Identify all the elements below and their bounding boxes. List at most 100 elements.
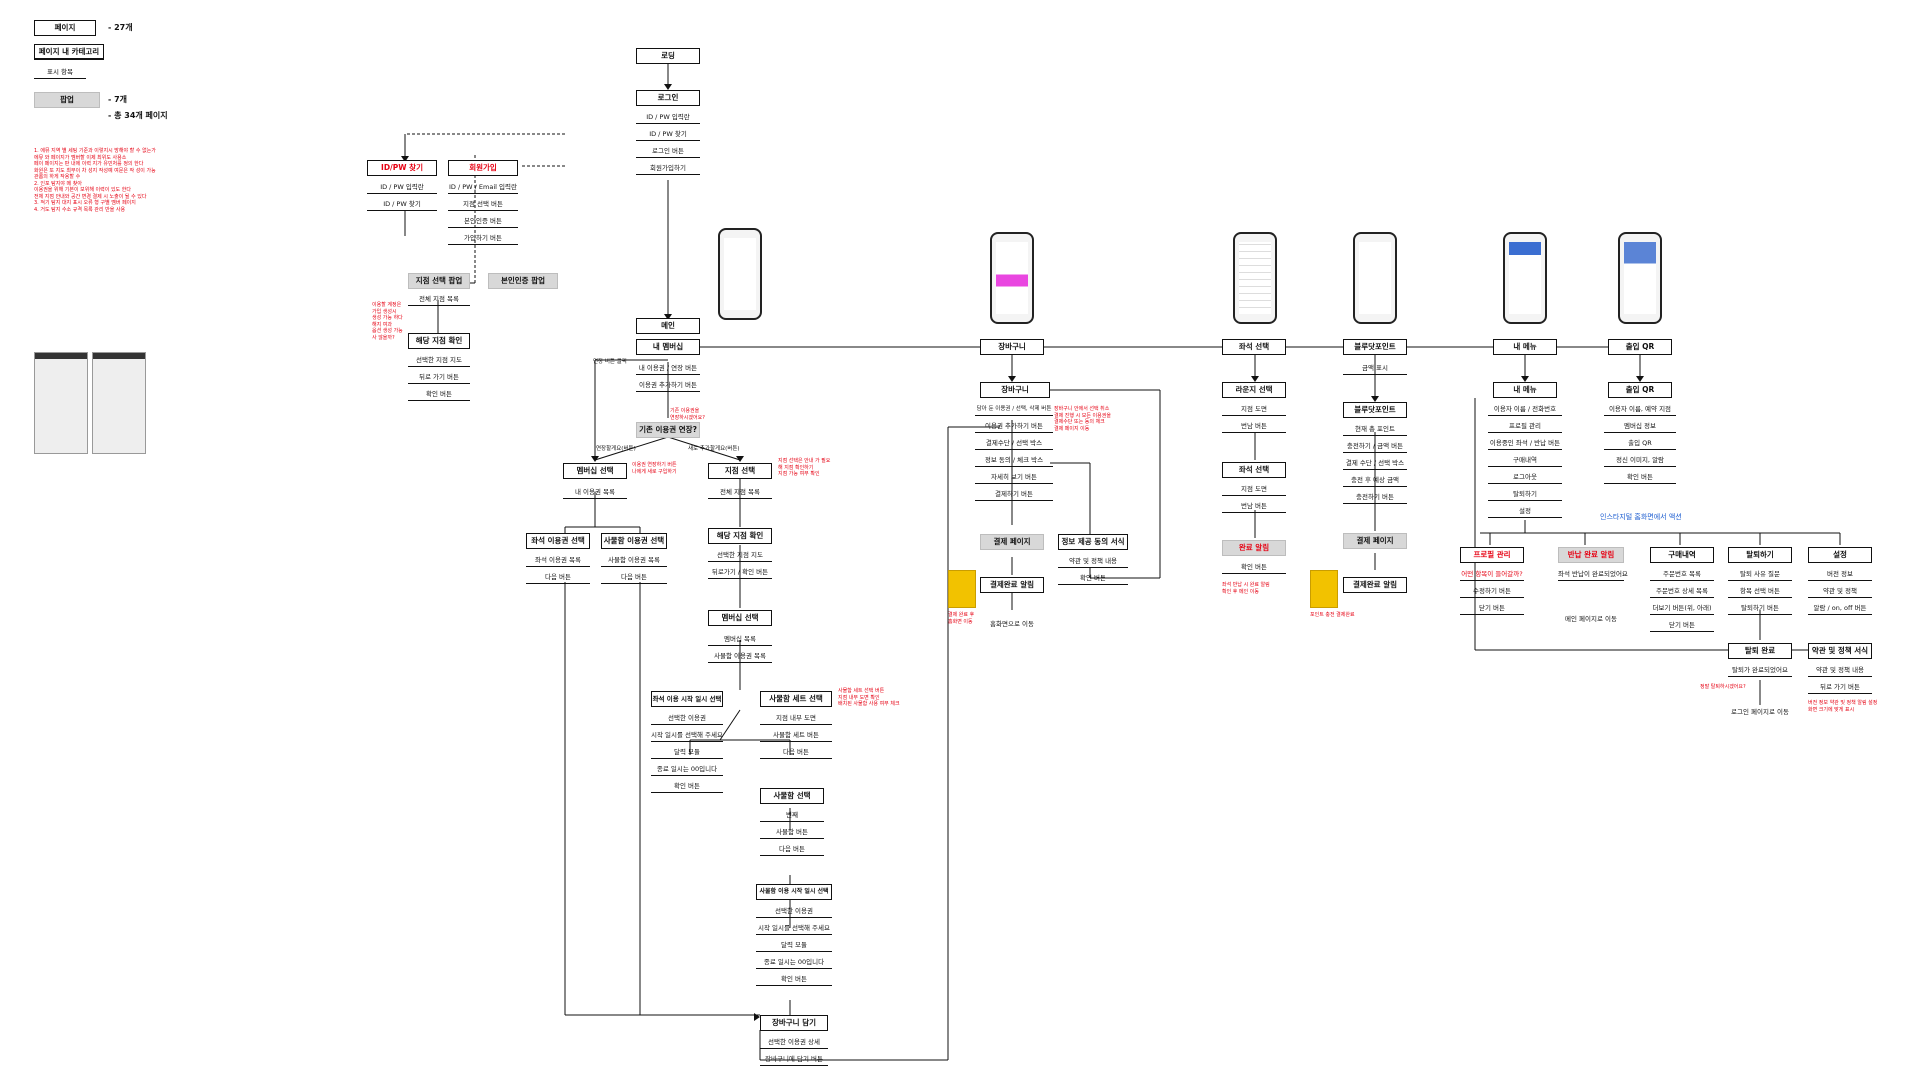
- profile-item-3[interactable]: 닫기 버튼: [1460, 601, 1524, 615]
- branch-confirm-item-1[interactable]: 선택한 지점 지도: [408, 353, 470, 367]
- page-signup[interactable]: 회원가입: [448, 160, 518, 176]
- tab-cart[interactable]: 장바구니: [980, 339, 1044, 355]
- settings-item-2[interactable]: 약관 및 정책: [1808, 584, 1872, 598]
- login-item-4[interactable]: 회원가입하기: [636, 161, 700, 175]
- mymenu-item-1[interactable]: 이용자 이름 / 전화번호: [1488, 402, 1562, 416]
- membership2-item-1[interactable]: 멤버십 목록: [708, 632, 772, 646]
- page-locker-set-select[interactable]: 사물함 세트 선택: [760, 691, 832, 707]
- withdraw-item-1[interactable]: 탈퇴 사유 질문: [1728, 567, 1792, 581]
- withdraw-item-3[interactable]: 탈퇴하기 버튼: [1728, 601, 1792, 615]
- purchase-item-4[interactable]: 닫기 버튼: [1650, 618, 1714, 632]
- signup-item-3[interactable]: 본인인증 버튼: [448, 214, 518, 228]
- withdraw-done-item-1[interactable]: 탈퇴가 완료되었어요: [1728, 663, 1792, 677]
- login-item-3[interactable]: 로그인 버튼: [636, 144, 700, 158]
- locker-date-item-4[interactable]: 종료 일시는 00입니다: [756, 955, 832, 969]
- popup-payment-page[interactable]: 결제 페이지: [980, 534, 1044, 550]
- bluedot-item-5[interactable]: 충전하기 버튼: [1343, 490, 1407, 504]
- profile-item-2[interactable]: 수정하기 버튼: [1460, 584, 1524, 598]
- payment-done-item-1[interactable]: 홈화면으로 이동: [990, 620, 1034, 628]
- locker-select-item-2[interactable]: 사물함 버튼: [760, 825, 824, 839]
- info-consent-item-2[interactable]: 확인 버튼: [1058, 571, 1128, 585]
- popup-return-alert[interactable]: 반납 완료 알림: [1558, 547, 1624, 563]
- locker-date-item-5[interactable]: 확인 버튼: [756, 972, 832, 986]
- withdraw-go[interactable]: 로그인 페이지로 이동: [1731, 708, 1789, 716]
- cart-item-1[interactable]: 담아 둔 이용권 / 선택, 삭제 버튼: [975, 402, 1053, 416]
- qr-item-4[interactable]: 정신 이미지, 알람: [1604, 453, 1676, 467]
- page-locker-ticket-select[interactable]: 사물함 이용권 선택: [601, 533, 667, 549]
- cart-item-3[interactable]: 결제수단 / 선택 박스: [975, 436, 1053, 450]
- withdraw-item-2[interactable]: 항목 선택 버튼: [1728, 584, 1792, 598]
- membership-item-2[interactable]: 이용권 추가하기 버튼: [636, 378, 700, 392]
- page-withdraw[interactable]: 탈퇴하기: [1728, 547, 1792, 563]
- settings-item-1[interactable]: 버전 정보: [1808, 567, 1872, 581]
- branch-confirm-item-2[interactable]: 뒤로 가기 버튼: [408, 370, 470, 384]
- signup-item-4[interactable]: 가입하기 버튼: [448, 231, 518, 245]
- page-lounge-select[interactable]: 라운지 선택: [1222, 382, 1286, 398]
- locker-ticket-item-2[interactable]: 다음 버튼: [601, 570, 667, 584]
- page-profile-manage[interactable]: 프로필 관리: [1460, 547, 1524, 563]
- cart-add-item-2[interactable]: 장바구니에 담기 버튼: [760, 1052, 828, 1066]
- page-withdraw-done[interactable]: 탈퇴 완료: [1728, 643, 1792, 659]
- cart-item-4[interactable]: 정보 동의 / 체크 박스: [975, 453, 1053, 467]
- return-go[interactable]: 메인 페이지로 이동: [1565, 615, 1617, 623]
- page-branch-confirm[interactable]: 해당 지점 확인: [408, 333, 470, 349]
- qr-item-5[interactable]: 확인 버튼: [1604, 470, 1676, 484]
- cart-add-item-1[interactable]: 선택한 이용권 상세: [760, 1035, 828, 1049]
- login-item-2[interactable]: ID / PW 찾기: [636, 127, 700, 141]
- membership-item-1[interactable]: 내 이용권 / 연장 버튼: [636, 361, 700, 375]
- signup-item-2[interactable]: 지점 선택 버튼: [448, 197, 518, 211]
- seat-date-item-4[interactable]: 종료 일시는 00입니다: [651, 762, 723, 776]
- page-payment-done[interactable]: 결제완료 알림: [980, 577, 1044, 593]
- qr-item-2[interactable]: 멤버십 정보: [1604, 419, 1676, 433]
- qr-item-1[interactable]: 이용자 이름, 예약 지점: [1604, 402, 1676, 416]
- seat-date-item-5[interactable]: 확인 버튼: [651, 779, 723, 793]
- page-login[interactable]: 로그인: [636, 90, 700, 106]
- locker-select-item-3[interactable]: 다음 버튼: [760, 842, 824, 856]
- qr-item-3[interactable]: 출입 QR: [1604, 436, 1676, 450]
- page-membership-select-2[interactable]: 멤버십 선택: [708, 610, 772, 626]
- tab-entry-qr[interactable]: 출입 QR: [1608, 339, 1672, 355]
- mymenu-item-4[interactable]: 구매내역: [1488, 453, 1562, 467]
- find-idpw-item-2[interactable]: ID / PW 찾기: [367, 197, 437, 211]
- find-idpw-item-1[interactable]: ID / PW 입력란: [367, 180, 437, 194]
- done-alert-item-1[interactable]: 확인 버튼: [1222, 560, 1286, 574]
- locker-set-item-1[interactable]: 지점 내부 도면: [760, 711, 832, 725]
- seat-ticket-item-1[interactable]: 좌석 이용권 목록: [526, 553, 590, 567]
- page-main[interactable]: 메인: [636, 318, 700, 334]
- seat-date-item-3[interactable]: 달력 모듈: [651, 745, 723, 759]
- info-consent-item-1[interactable]: 약관 및 정책 내용: [1058, 554, 1128, 568]
- cart-item-2[interactable]: 이용권 추가하기 버튼: [975, 419, 1053, 433]
- purchase-item-3[interactable]: 더보기 버튼(위, 아래): [1650, 601, 1714, 615]
- tab-bluedot[interactable]: 블루닷포인트: [1343, 339, 1407, 355]
- page-cart[interactable]: 장바구니: [980, 382, 1050, 398]
- tab-my-menu[interactable]: 내 메뉴: [1493, 339, 1557, 355]
- page-settings[interactable]: 설정: [1808, 547, 1872, 563]
- locker-select-item-1[interactable]: 번째: [760, 808, 824, 822]
- locker-date-item-1[interactable]: 선택한 이용권: [756, 904, 832, 918]
- popup-branch-select[interactable]: 지점 선택 팝업: [408, 273, 470, 289]
- page-locker-select[interactable]: 사물함 선택: [760, 788, 824, 804]
- mymenu-item-5[interactable]: 로그아웃: [1488, 470, 1562, 484]
- branch-confirm2-item-2[interactable]: 뒤로가기 / 확인 버튼: [708, 565, 772, 579]
- branch-select-item-1[interactable]: 전체 지점 목록: [708, 485, 772, 499]
- page-seat-ticket-select[interactable]: 좌석 이용권 선택: [526, 533, 590, 549]
- page-find-idpw[interactable]: ID/PW 찾기: [367, 160, 437, 176]
- purchase-item-2[interactable]: 주문번호 상세 목록: [1650, 584, 1714, 598]
- page-info-consent[interactable]: 정보 제공 동의 서식: [1058, 534, 1128, 550]
- locker-date-item-3[interactable]: 달력 모듈: [756, 938, 832, 952]
- membership2-item-2[interactable]: 사물함 이용권 목록: [708, 649, 772, 663]
- tab-my-membership[interactable]: 내 멤버십: [636, 339, 700, 355]
- locker-date-item-2[interactable]: 시작 일시를 선택해 주세요: [756, 921, 832, 935]
- popup-identity-verify[interactable]: 본인인증 팝업: [488, 273, 558, 289]
- cart-item-6[interactable]: 결제하기 버튼: [975, 487, 1053, 501]
- bluedot-item-4[interactable]: 충전 후 예상 금액: [1343, 473, 1407, 487]
- terms-item-2[interactable]: 뒤로 가기 버튼: [1808, 680, 1872, 694]
- lounge-item-1[interactable]: 지점 도면: [1222, 402, 1286, 416]
- page-bluedot[interactable]: 블루닷포인트: [1343, 402, 1407, 418]
- locker-ticket-item-1[interactable]: 사물함 이용권 목록: [601, 553, 667, 567]
- seat-select-item-2[interactable]: 번남 버튼: [1222, 499, 1286, 513]
- mymenu-item-7[interactable]: 설정: [1488, 504, 1562, 518]
- page-locker-date-select[interactable]: 사물함 이용 시작 일시 선택: [756, 884, 832, 900]
- tab-seat-select[interactable]: 좌석 선택: [1222, 339, 1286, 355]
- page-entry-qr[interactable]: 출입 QR: [1608, 382, 1672, 398]
